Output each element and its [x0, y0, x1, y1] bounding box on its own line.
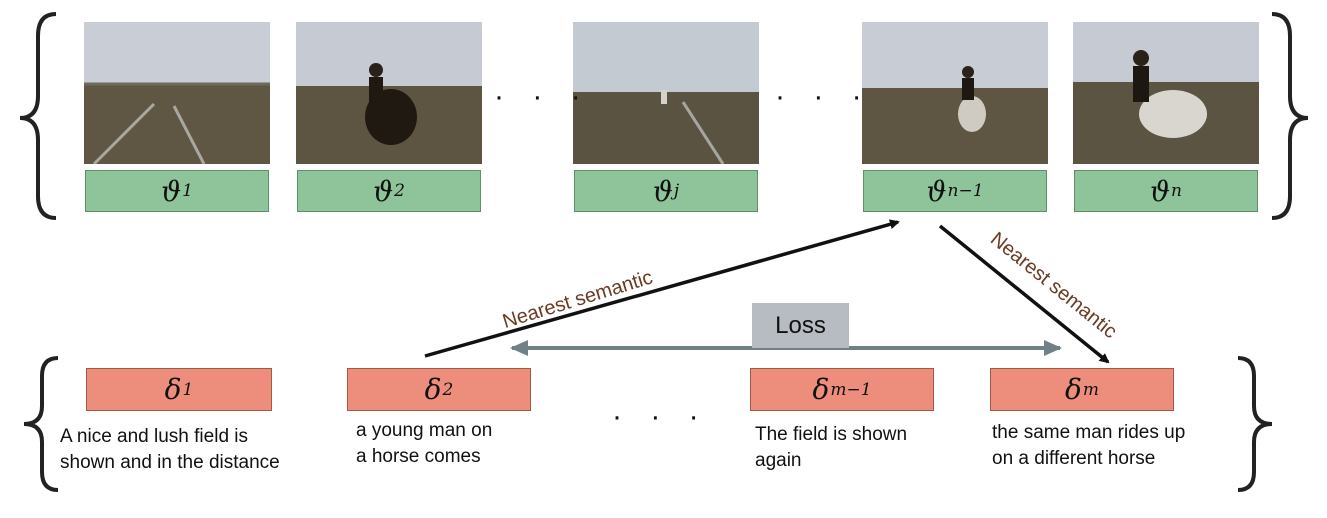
video-frame-n-1 [862, 22, 1048, 164]
video-frame-2 [296, 22, 482, 164]
video-frame-n [1073, 22, 1259, 164]
nearest-arrow-left [424, 219, 900, 358]
right-brace-top [1271, 12, 1309, 220]
frame-ellipsis-2: · · · [775, 80, 872, 113]
left-brace-bottom [23, 356, 59, 492]
frame-ellipsis-1: · · · [494, 80, 591, 113]
video-frame-1 [84, 22, 270, 164]
right-brace-bottom [1237, 356, 1273, 492]
sentence-ellipsis: · · · [612, 400, 709, 433]
left-brace-top [19, 12, 57, 220]
nearest-arrow-right [938, 224, 1110, 364]
video-frame-j [573, 22, 759, 164]
loss-label: Loss [752, 303, 849, 348]
